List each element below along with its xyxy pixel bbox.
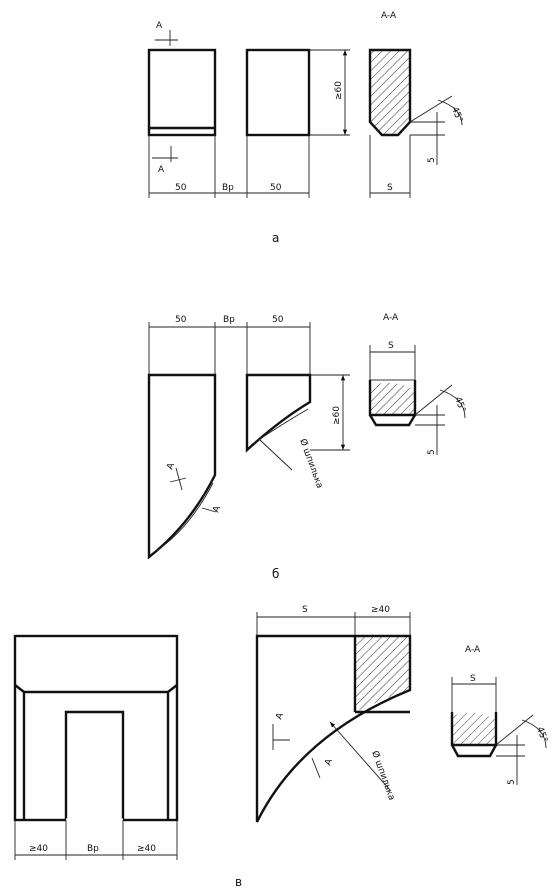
caption-v: в <box>235 875 242 889</box>
section-label: A-A <box>381 11 397 21</box>
dim-side-left: ≥40 <box>29 844 48 854</box>
cut-marker-bottom: A <box>158 165 165 175</box>
left-plate <box>147 48 217 137</box>
section-hatched <box>452 712 496 745</box>
caption-a: а <box>272 231 279 245</box>
dim-angle: 45° <box>452 396 467 414</box>
dim-thickness: S <box>388 341 394 351</box>
right-plate <box>245 48 311 137</box>
section-label: A-A <box>383 313 399 323</box>
curved-plate <box>255 634 412 823</box>
dim-gap: Bp <box>222 183 234 193</box>
dim-side-right: ≥40 <box>137 844 156 854</box>
dim-diameter: Ø шпилька <box>297 437 325 490</box>
dim-thickness: S <box>302 605 308 615</box>
dim-edge: 5 <box>427 449 437 455</box>
section-hatched <box>368 48 412 137</box>
dim-edge: 5 <box>507 779 517 785</box>
figure-b: 50 Bp 50 A A Ø шпилька ≥60 A-A S 5 <box>147 313 467 581</box>
dim-height: ≥60 <box>332 406 342 425</box>
figure-a: A A 50 Bp 50 ≥60 A-A S 5 45° а <box>147 11 464 245</box>
right-curved-plate <box>245 373 312 453</box>
hatched-zone <box>355 636 410 712</box>
u-plate-slot <box>64 710 125 820</box>
dim-height: ≥60 <box>334 81 344 100</box>
cut-marker-1: A <box>274 711 286 721</box>
dim-edge: 5 <box>427 157 437 163</box>
dim-width-right: 50 <box>272 315 284 325</box>
dim-width-left: 50 <box>175 183 187 193</box>
cut-marker-top: A <box>156 21 163 31</box>
dim-top-right: ≥40 <box>371 605 390 615</box>
section-label: A-A <box>465 645 481 655</box>
dim-thickness-section: S <box>470 674 476 684</box>
dim-angle: 45° <box>534 726 549 744</box>
dim-diameter: Ø шпилька <box>369 749 397 802</box>
figure-v: ≥40 Bp ≥40 S ≥40 A A Ø шпилька A-A S 5 <box>13 605 549 889</box>
dim-width-left: 50 <box>175 315 187 325</box>
dim-angle: 45° <box>449 106 464 124</box>
caption-b: б <box>272 567 279 581</box>
u-plate-outline <box>13 634 179 822</box>
section-hatched <box>370 382 415 415</box>
dim-thickness: S <box>387 183 393 193</box>
cut-marker-2: A <box>323 757 335 767</box>
cut-marker-1: A <box>165 461 177 471</box>
dim-width-right: 50 <box>270 183 282 193</box>
dim-gap: Bp <box>223 315 235 325</box>
left-curved-plate <box>147 373 217 560</box>
dim-gap: Bp <box>87 844 99 854</box>
cut-marker-2: A <box>211 504 223 514</box>
